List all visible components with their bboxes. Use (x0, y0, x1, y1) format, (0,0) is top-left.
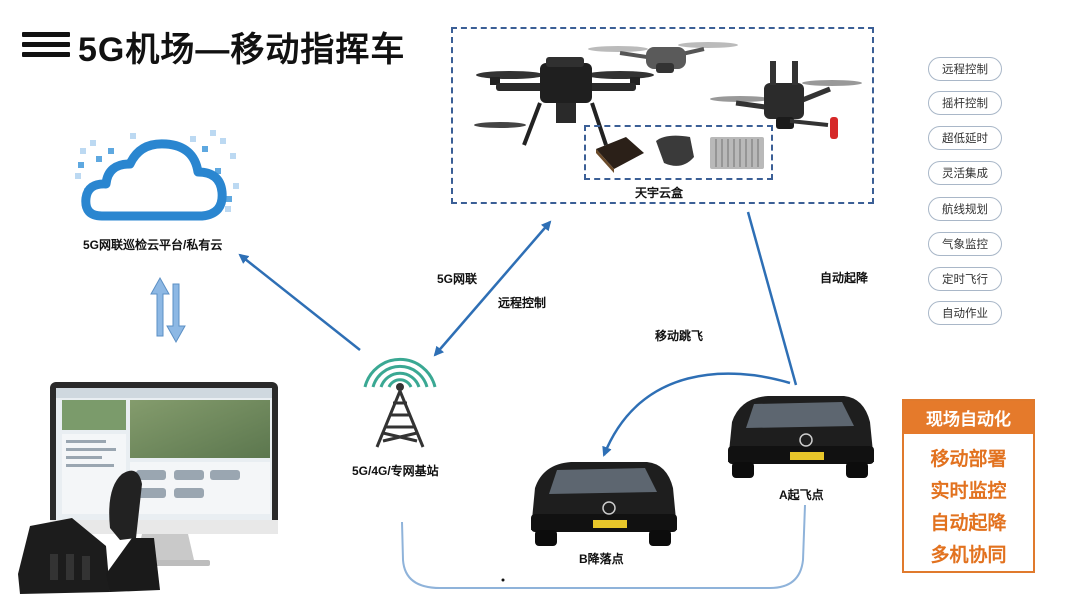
point-a-label: A起飞点 (779, 488, 824, 502)
sync-arrows-icon (150, 276, 186, 344)
feature-pill-joystick-control: 摇杆控制 (928, 91, 1002, 115)
feature-pill-weather-monitoring: 气象监控 (928, 232, 1002, 256)
mobile-hop-label: 移动跳飞 (655, 329, 704, 343)
feature-pill-auto-operation: 自动作业 (928, 301, 1002, 325)
feature-pill-flexible-integration: 灵活集成 (928, 161, 1002, 185)
automation-item: 多机协同 (930, 545, 1007, 566)
cloud-platform-label: 5G网联巡检云平台/私有云 (83, 238, 223, 252)
base-station-tower-icon (363, 357, 437, 448)
cloud-box-label: 天宇云盒 (635, 186, 684, 200)
arrow-mobile-hop (602, 372, 791, 457)
drone-left-icon (474, 57, 654, 146)
line-auto-takeoff (746, 211, 798, 386)
base-station-label: 5G/4G/专网基站 (352, 464, 439, 478)
feature-pill-ultra-low-latency: 超低延时 (928, 126, 1002, 150)
feature-pill-remote-control: 远程控制 (928, 57, 1002, 81)
drone-middle-icon (588, 42, 738, 73)
automation-item: 实时监控 (930, 481, 1007, 502)
remote-control-label: 远程控制 (498, 296, 547, 310)
arrow-tower-to-cloud (238, 253, 361, 351)
drone-right-icon (710, 61, 862, 139)
automation-panel: 现场自动化 移动部署 实时监控 自动起降 多机协同 (902, 399, 1035, 573)
ground-station-monitor (18, 382, 278, 594)
auto-takeoff-landing-label: 自动起降 (820, 271, 869, 285)
cloud-box-device-icons (596, 135, 764, 173)
bottom-bracket (401, 504, 806, 589)
menu-icon (22, 32, 70, 58)
automation-item: 自动起降 (930, 513, 1007, 534)
point-b-label: B降落点 (579, 552, 624, 566)
page-title: 5G机场—移动指挥车 (78, 31, 406, 69)
feature-pill-scheduled-flight: 定时飞行 (928, 267, 1002, 291)
drones-illustration (474, 42, 862, 146)
cloud-box-devices (584, 125, 773, 180)
cloud-icon (75, 130, 239, 221)
van-b-icon (531, 462, 677, 546)
arrow-tower-drone (433, 220, 552, 357)
network-label: 5G网联 (437, 272, 478, 286)
van-a-icon (728, 396, 874, 478)
feature-pill-route-planning: 航线规划 (928, 197, 1002, 221)
automation-item: 移动部署 (930, 449, 1007, 470)
automation-panel-header: 现场自动化 (904, 401, 1033, 434)
drone-group-box (451, 27, 874, 204)
